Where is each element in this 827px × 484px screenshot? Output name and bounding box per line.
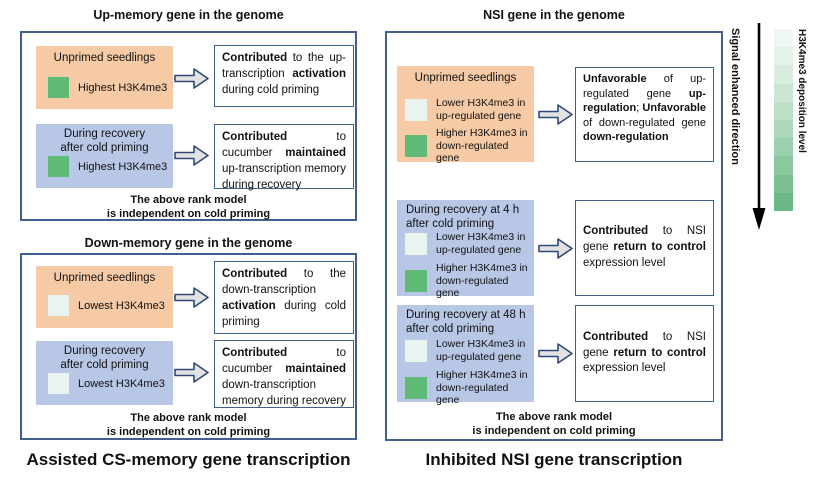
swatch-label-line: up-regulated gene (436, 350, 522, 363)
swatch-label-line: Lower H3K4me3 in (436, 338, 526, 350)
right-block-arrow-icon (537, 341, 574, 366)
condition-title: Unprimed seedlings (414, 72, 517, 84)
up-memory-panel-title: Up-memory gene in the genome (93, 8, 284, 22)
condition-title: Unprimed seedlings (53, 272, 156, 284)
signal-direction-label: Signal enhanced direction (729, 28, 741, 165)
condition-title-line: after cold priming (60, 141, 149, 154)
h3k4me3-indicator: Higher H3K4me3 in down-regulated gene (405, 369, 534, 407)
gradient-step (774, 174, 793, 193)
arrow-down-icon (750, 20, 768, 232)
low-h3k4me3-swatch-icon (48, 295, 69, 316)
high-h3k4me3-swatch-icon (48, 156, 69, 177)
condition-title-line: after cold priming (406, 217, 495, 230)
gradient-step (774, 156, 793, 175)
swatch-label-line: Lower H3K4me3 in (436, 97, 526, 109)
swatch-label: Lowest H3K4me3 (78, 377, 165, 390)
swatch-label-line: down-regulated gene (436, 139, 509, 165)
gradient-step (774, 47, 793, 66)
nsi-panel: Unprimed seedlings Lower H3K4me3 in up-r… (385, 31, 723, 441)
result-box: Contributed to NSI gene return to contro… (575, 305, 714, 402)
condition-title-line: after cold priming (60, 358, 149, 371)
swatch-label: Highest H3K4me3 (78, 81, 168, 94)
condition-title: Unprimed seedlings (53, 52, 156, 64)
condition-title-line: During recovery (63, 345, 146, 357)
swatch-label: Highest H3K4me3 (78, 160, 168, 173)
down-memory-panel: Unprimed seedlings Lowest H3K4me3 Contri… (20, 253, 357, 440)
right-block-arrow-icon (173, 360, 210, 385)
swatch-label-line: up-regulated gene (436, 243, 522, 256)
swatch-label-line: down-regulated gene (436, 381, 509, 407)
right-block-arrow-icon (173, 143, 210, 168)
condition-title-line: During recovery at 4 h (406, 204, 520, 216)
right-block-arrow-icon (173, 285, 210, 310)
condition-box-unprimed: Unprimed seedlings Lower H3K4me3 in up-r… (397, 66, 534, 165)
condition-box-unprimed: Unprimed seedlings Lowest H3K4me3 (36, 266, 173, 328)
result-box: Contributed to NSI gene return to contro… (575, 200, 714, 296)
down-memory-panel-title: Down-memory gene in the genome (84, 236, 293, 250)
h3k4me3-indicator: Highest H3K4me3 (48, 77, 167, 98)
condition-box-recovery: During recovery after cold priming Highe… (36, 124, 173, 188)
low-h3k4me3-swatch-icon (48, 373, 69, 394)
up-memory-panel: Unprimed seedlings Highest H3K4me3 Contr… (20, 31, 357, 221)
gradient-step (774, 138, 793, 157)
gradient-step (774, 29, 793, 48)
h3k4me3-indicator: Lower H3K4me3 in up-regulated gene (405, 338, 525, 363)
h3k4me3-indicator: Lower H3K4me3 in up-regulated gene (405, 231, 525, 256)
panel-footnote: The above rank model is independent on c… (106, 412, 271, 438)
h3k4me3-indicator: Lowest H3K4me3 (48, 373, 165, 394)
nsi-panel-title: NSI gene in the genome (483, 8, 625, 22)
condition-box-recovery: During recovery after cold priming Lowes… (36, 341, 173, 405)
low-h3k4me3-swatch-icon (405, 339, 427, 362)
condition-title-line: During recovery at 48 h (406, 309, 526, 321)
swatch-label-line: Higher H3K4me3 in (436, 127, 528, 139)
result-box: Contributed to the up-transcription acti… (214, 45, 354, 107)
high-h3k4me3-swatch-icon (48, 77, 69, 98)
condition-box-recovery-4h: During recovery at 4 h after cold primin… (397, 200, 534, 299)
panel-footnote: The above rank model is independent on c… (472, 411, 636, 437)
right-block-arrow-icon (537, 236, 574, 261)
result-box: Contributed to the down-transcription ac… (214, 261, 354, 334)
h3k4me3-indicator: Lowest H3K4me3 (48, 295, 165, 316)
right-block-arrow-icon (173, 66, 210, 91)
swatch-label-line: Higher H3K4me3 in (436, 369, 528, 381)
panel-footnote: The above rank model is independent on c… (106, 194, 271, 220)
result-box: Contributed to cucumber maintained down-… (214, 340, 354, 408)
low-h3k4me3-swatch-icon (405, 98, 427, 121)
h3k4me3-gradient-bar (774, 29, 793, 212)
result-box: Unfavorable of up-regulated gene up-regu… (575, 67, 714, 162)
result-box: Contributed to cucumber maintained up-tr… (214, 124, 354, 191)
high-h3k4me3-swatch-icon (405, 269, 427, 292)
swatch-label-line: down-regulated gene (436, 274, 509, 300)
deposition-level-label: H3K4me3 deposition level (796, 29, 807, 153)
right-block-arrow-icon (537, 102, 574, 127)
gradient-step (774, 192, 793, 212)
gradient-step (774, 101, 793, 121)
high-h3k4me3-swatch-icon (405, 376, 427, 399)
condition-title-line: During recovery (63, 128, 146, 140)
high-h3k4me3-swatch-icon (405, 134, 427, 157)
h3k4me3-indicator: Higher H3K4me3 in down-regulated gene (405, 127, 534, 165)
right-column-caption: Inhibited NSI gene transcription (425, 450, 683, 469)
condition-title-line: after cold priming (406, 322, 495, 335)
swatch-label-line: Higher H3K4me3 in (436, 262, 528, 274)
h3k4me3-indicator: Lower H3K4me3 in up-regulated gene (405, 97, 525, 122)
left-column-caption: Assisted CS-memory gene transcription (26, 450, 351, 469)
h3k4me3-indicator: Highest H3K4me3 (48, 156, 167, 177)
gradient-step (774, 65, 793, 84)
swatch-label-line: Lower H3K4me3 in (436, 231, 526, 243)
swatch-label: Lowest H3K4me3 (78, 299, 165, 312)
gradient-step (774, 83, 793, 102)
gradient-step (774, 120, 793, 139)
h3k4me3-indicator: Higher H3K4me3 in down-regulated gene (405, 262, 534, 300)
swatch-label-line: up-regulated gene (436, 109, 522, 122)
condition-box-unprimed: Unprimed seedlings Highest H3K4me3 (36, 46, 173, 109)
low-h3k4me3-swatch-icon (405, 232, 427, 255)
condition-box-recovery-48h: During recovery at 48 h after cold primi… (397, 305, 534, 406)
